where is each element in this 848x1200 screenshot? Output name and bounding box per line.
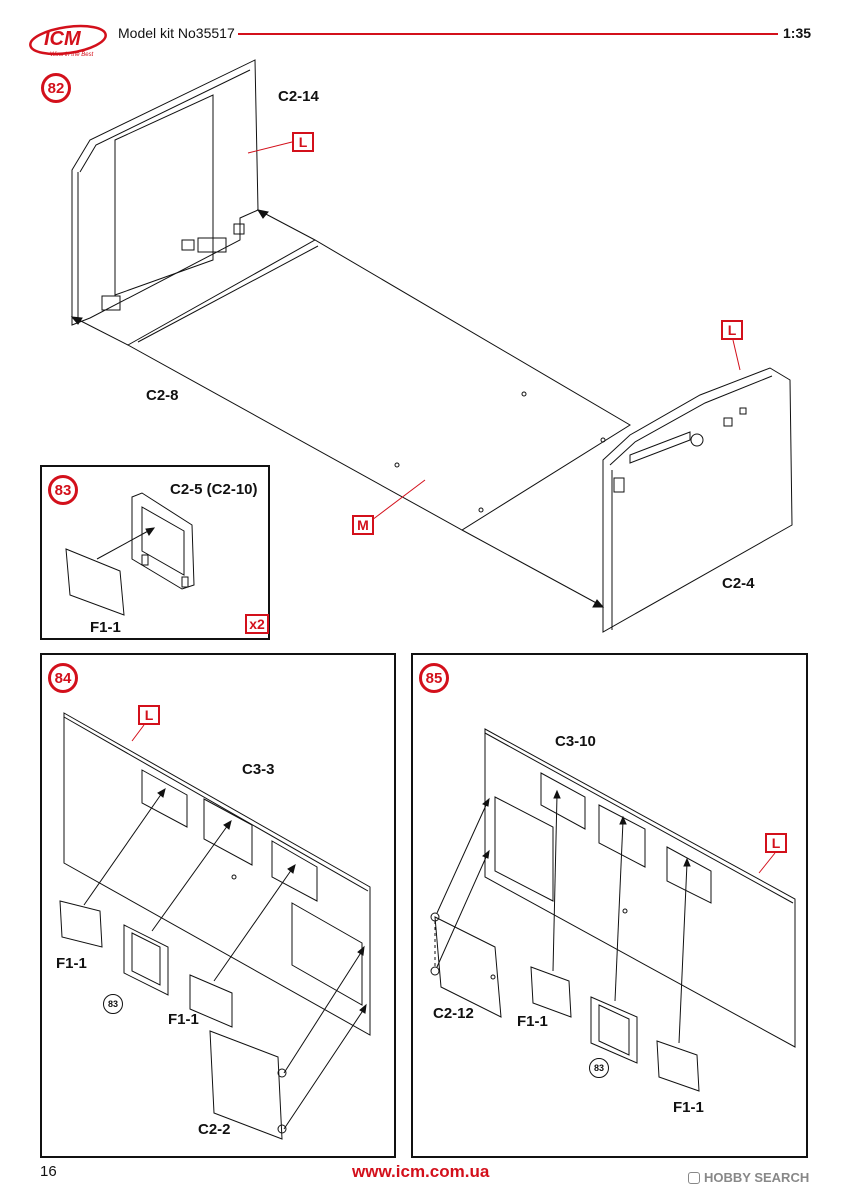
website-link[interactable]: www.icm.com.ua [352,1162,490,1181]
ref-step-83: 83 [103,994,123,1014]
part-label-c2-2: C2-2 [198,1121,231,1138]
step-number-85: 85 [419,663,449,693]
header-rule [238,33,778,35]
part-label-f1-1-b-85: F1-1 [673,1099,704,1116]
icm-logo: ICM Wins in the Best [28,24,110,64]
step-85-drawing [430,728,796,1092]
part-label-c3-10: C3-10 [555,733,596,750]
part-label-f1-1-b: F1-1 [168,1011,199,1028]
ref-step-83-85: 83 [589,1058,609,1078]
mark-l-85: L [765,833,787,853]
watermark: HOBBY SEARCH [688,1170,809,1185]
part-label-f1-1-a-85: F1-1 [517,1013,548,1030]
step-85-box: 85 [411,653,808,1158]
step-number-84: 84 [48,663,78,693]
part-label-c2-12: C2-12 [433,1005,474,1022]
mark-l-top: L [292,132,314,152]
part-label-c2-4: C2-4 [722,575,755,592]
watermark-text: HOBBY SEARCH [704,1170,810,1185]
part-label-f1-1: F1-1 [90,619,121,636]
multiplier-x2: x2 [245,614,269,634]
mark-l-right: L [721,320,743,340]
part-label-c2-14: C2-14 [278,88,319,105]
step-number-83: 83 [48,475,78,505]
part-label-c2-5: C2-5 (C2-10) [170,481,258,498]
mark-m: M [352,515,374,535]
logo-tagline: Wins in the Best [50,52,94,58]
step-84-drawing [59,712,371,1140]
page-number: 16 [40,1163,57,1180]
kit-label: Model kit No35517 [118,25,235,41]
part-label-c2-8: C2-8 [146,387,179,404]
icm-logo-graphic [29,24,107,56]
logo-text: ICM [44,28,81,50]
step-84-box: 84 [40,653,396,1158]
part-label-c3-3: C3-3 [242,761,275,778]
step-number-82: 82 [41,73,71,103]
step-83-drawing [65,492,195,616]
watermark-icon [688,1171,700,1184]
part-label-f1-1-a: F1-1 [56,955,87,972]
mark-l-84: L [138,705,160,725]
step-83-box: 83 C2-5 (C2-10) F1-1 x2 [40,465,270,640]
scale-label: 1:35 [783,25,812,41]
